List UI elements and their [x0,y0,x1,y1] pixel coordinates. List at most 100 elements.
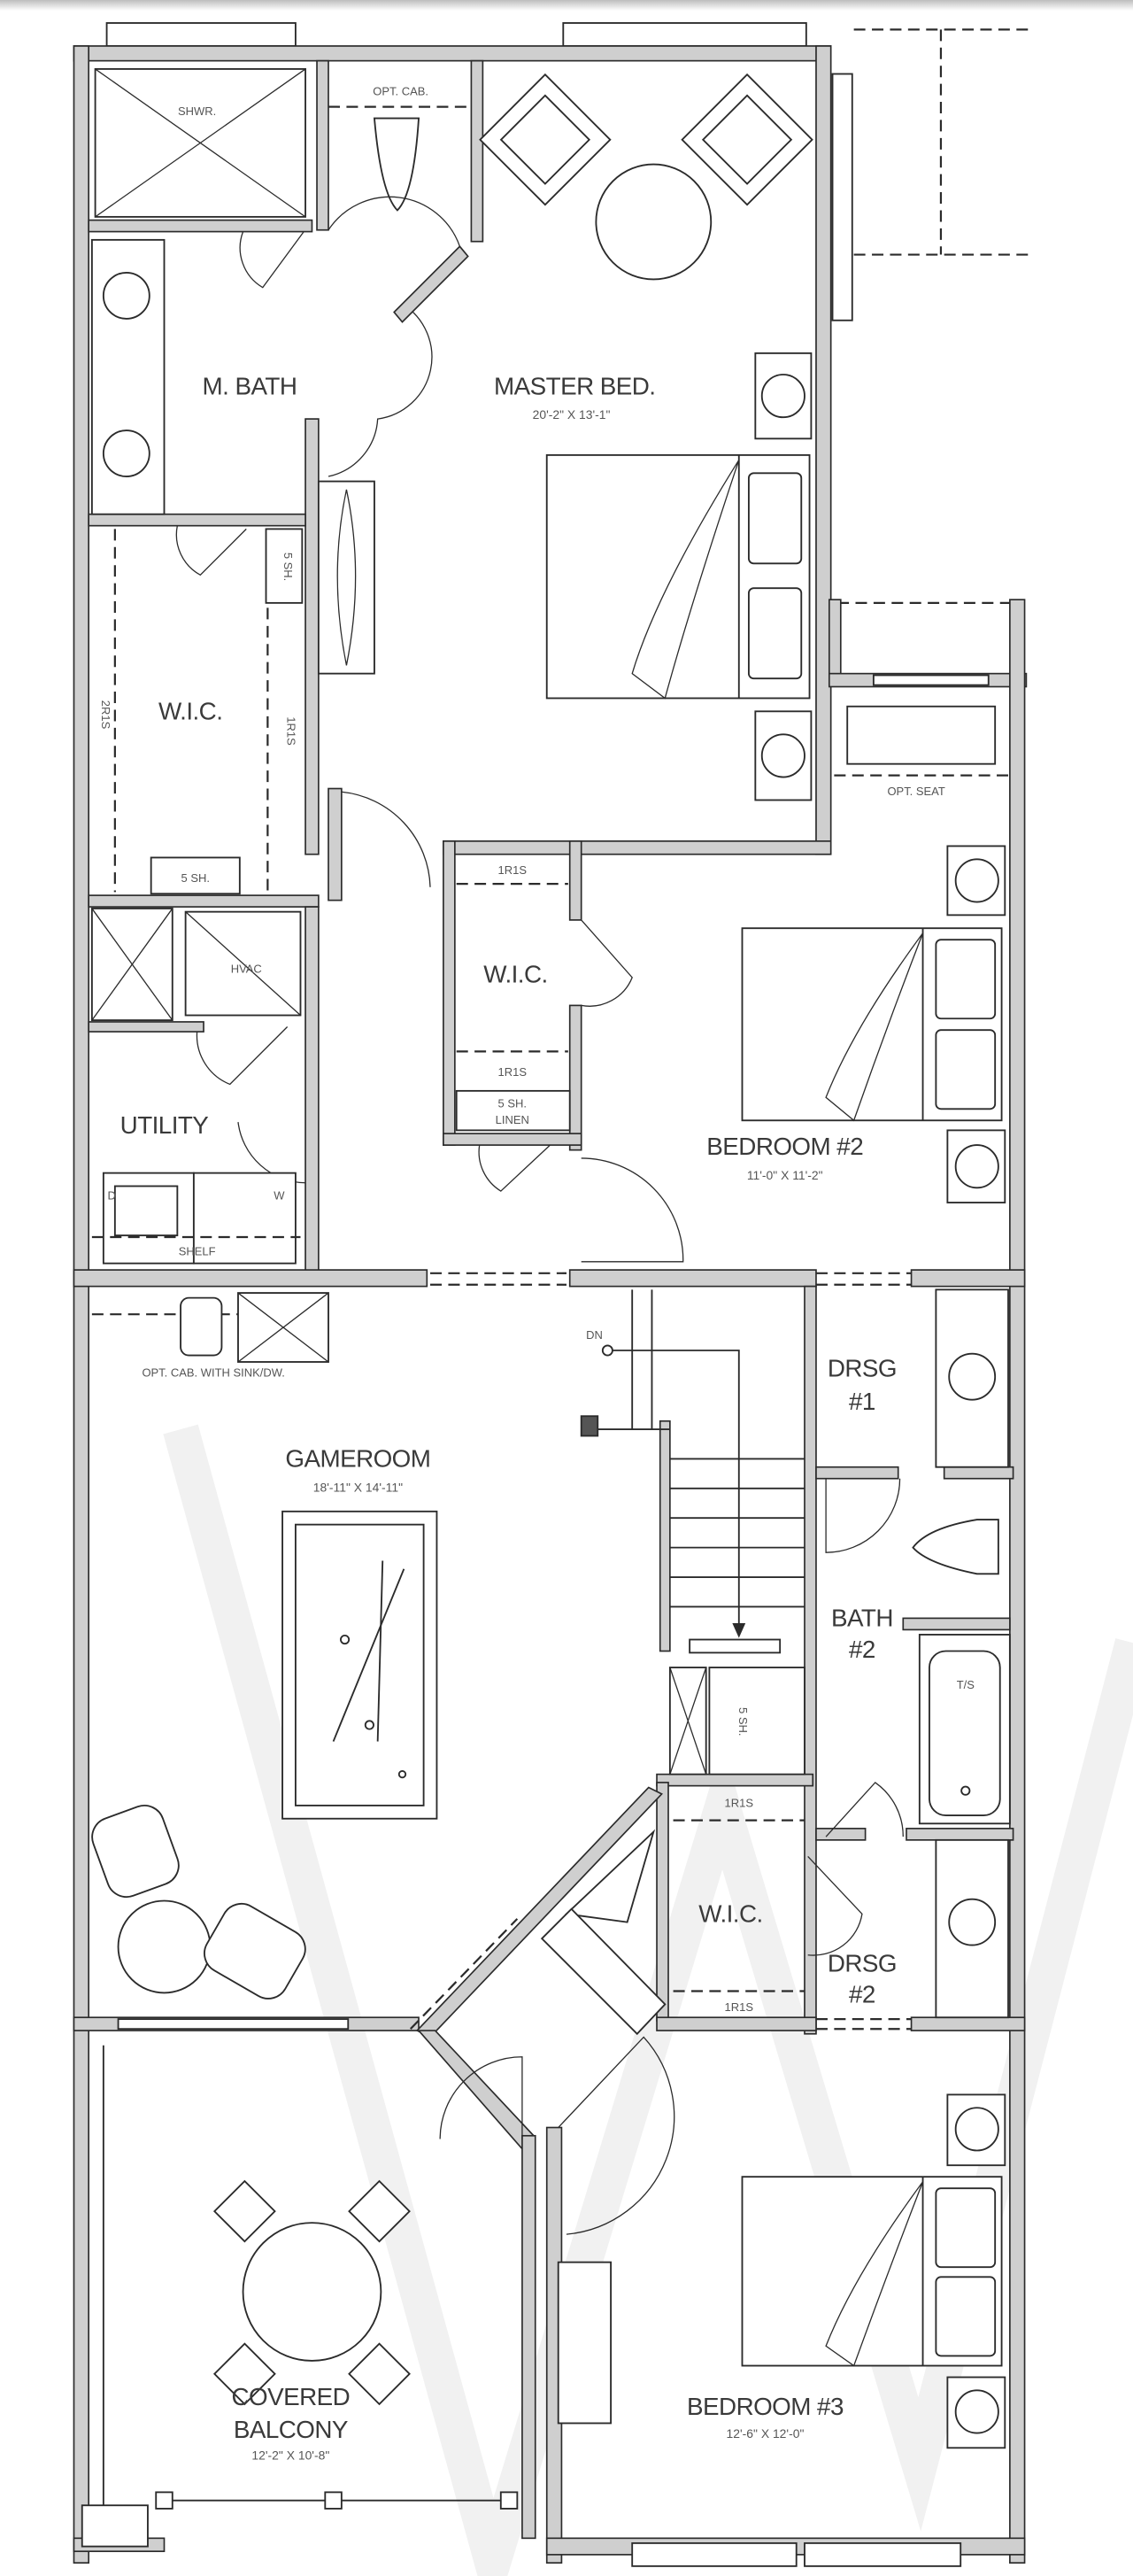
armchair-seat [701,94,793,185]
closet-door-icon [564,1829,656,1923]
shelf-label: 1R1S [725,2000,754,2014]
direction-arrow-line [607,1350,740,1635]
toilet-icon [912,1519,999,1575]
wall-utility [304,906,320,1274]
tub-basin [929,1650,1001,1816]
door-swing [328,196,461,247]
dryer-door [113,1185,179,1237]
wall-right [1009,599,1026,2564]
arrow-origin [601,1344,613,1357]
lounge-chair-icon [91,1805,180,1899]
shower-x [95,68,306,218]
room-name-balcony: BALCONY [234,2416,348,2443]
lamp-icon [954,2107,999,2152]
armchair-seat [499,94,591,185]
room-name-wic3: W.I.C. [698,1900,762,1928]
wall-shower [88,219,313,233]
sink-icon [180,1296,223,1357]
room-num-drsg1: #1 [849,1388,875,1415]
wall-wic2 [443,840,456,1146]
wall-master-right [815,45,832,855]
closet-label: 5 SH. [736,1707,750,1736]
window [562,22,807,47]
post [81,2504,149,2548]
dryer-label: D [107,1188,115,1202]
wall-cab [316,59,329,231]
pillow [935,939,997,1020]
sink-icon [948,1352,997,1401]
room-dims-bedroom2: 11'-0" X 11'-2" [747,1168,823,1182]
lounge-chair-icon [204,1902,306,2000]
room-dims-gameroom: 18'-11" X 14'-11" [313,1481,403,1495]
dresser [557,2261,613,2425]
room-name-master-wic: W.I.C. [158,698,222,725]
wall-balcony-right [521,2134,536,2540]
opt-cab-label: OPT. CAB. [373,85,428,98]
wall [828,599,842,686]
stairs-dn-label: DN [586,1328,603,1342]
wall-master-bottom [443,840,832,855]
wall-stair-right [804,1285,817,2035]
opt-cab-sink-label: OPT. CAB. WITH SINK/DW. [142,1366,284,1380]
toilet-icon [373,117,420,212]
bedroom-3: BEDROOM #3 12'-6" X 12'-0" [557,2036,1006,2449]
wall-mid [73,1269,428,1288]
room-name-bedroom2: BEDROOM #2 [706,1133,863,1160]
shelf-label: 1R1S [725,1797,754,1810]
armchair-icon [479,73,612,206]
wall-mid [568,1269,817,1288]
wic-3: 1R1S W.I.C. 1R1S [409,1797,863,2036]
wall-wic [88,513,306,527]
wall [910,2016,1026,2031]
shelves [265,528,304,604]
railing-post [155,2491,173,2510]
wall [906,1828,1014,1841]
window [804,2541,962,2567]
door-swing [558,2036,675,2235]
room-name-balcony: COVERED [232,2383,351,2410]
door-swing [581,919,633,1007]
landing [689,1638,782,1654]
linen-shelves [455,1089,571,1132]
wall [943,1466,1014,1480]
wall-cab [470,59,484,243]
pillow [935,1029,997,1110]
tub-label: T/S [957,1678,975,1691]
hvac-label: HVAC [231,962,262,975]
gameroom: OPT. CAB. WITH SINK/DW. GAMEROOM 18'-11"… [91,1292,438,2000]
railing-post [324,2491,343,2510]
sink-icon [948,1898,997,1946]
chair [212,2342,276,2406]
pool-ball [364,1720,374,1730]
pool-cue [332,1568,405,1742]
window-top-edge [0,0,1133,11]
wall-left [73,45,90,2564]
wall [656,2016,817,2031]
room-dims-bedroom3: 12'-6" X 12'-0" [727,2426,805,2441]
door-swing [825,1478,901,1553]
opt-seat-label: OPT. SEAT [887,785,944,798]
sink-icon [102,272,150,320]
pool-cue [376,1560,384,1742]
door-leaf [393,245,469,323]
round-table [595,163,713,281]
lamp-icon [760,374,805,419]
wall [328,787,343,901]
room-name-bedroom3: BEDROOM #3 [687,2393,844,2420]
lamp-icon [954,2389,999,2434]
master-bath: SHWR. OPT. CAB. M. BATH [90,67,472,515]
window [117,2018,350,2031]
newel-post [580,1415,599,1437]
pool-ball [340,1634,351,1645]
shelves [150,856,241,895]
door-swing [439,2056,523,2139]
room-name-drsg2: DRSG [828,1949,897,1976]
dining-table [242,2222,382,2362]
door-swing [478,1144,551,1192]
room-name-bath2: BATH [831,1605,893,1632]
arrow-down-icon [732,1622,746,1638]
door-swing [239,231,304,289]
pillow [935,2276,997,2357]
hvac-x [91,908,173,1021]
